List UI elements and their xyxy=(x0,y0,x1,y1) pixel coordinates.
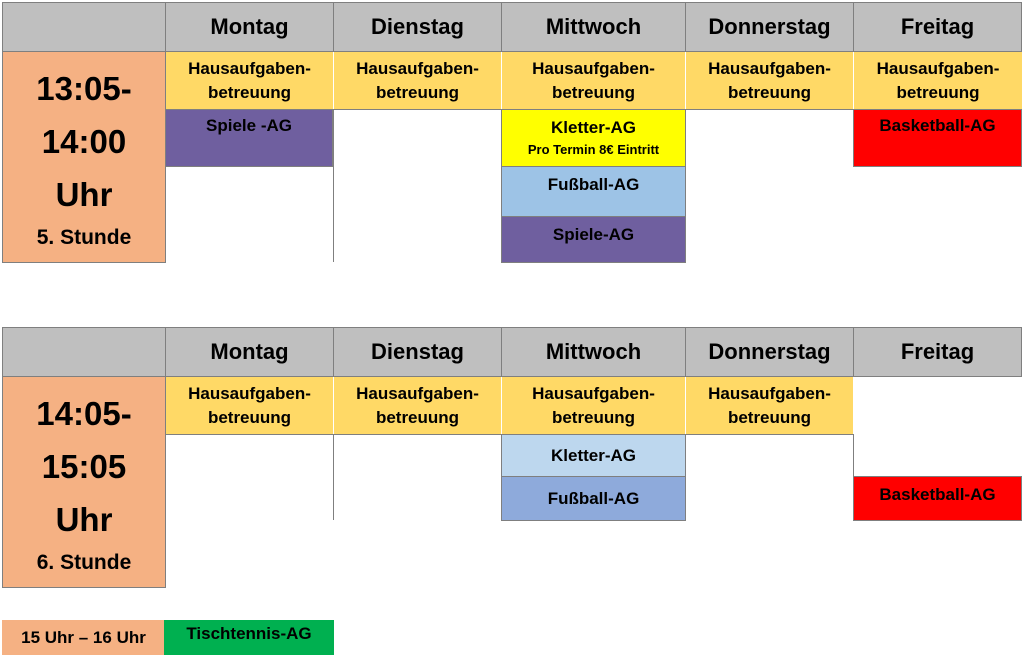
spiele-ag-mittwoch: Spiele-AG xyxy=(501,216,686,263)
fussball-ag-mittwoch-1: Fußball-AG xyxy=(501,166,686,217)
time-unit-2: Uhr xyxy=(55,501,113,538)
header-day-freitag-2: Freitag xyxy=(853,327,1022,377)
homework-donnerstag-2: Hausaufgaben- betreuung xyxy=(686,377,853,435)
header-day-montag-2: Montag xyxy=(165,327,334,377)
homework-mittwoch-1: Hausaufgaben- betreuung xyxy=(502,52,685,110)
time-slot-1: 13:05- 14:00 Uhr 5. Stunde xyxy=(2,51,166,263)
time-unit-1: Uhr xyxy=(55,176,113,213)
header-day-dienstag-2: Dienstag xyxy=(333,327,502,377)
header-day-mittwoch-2: Mittwoch xyxy=(501,327,686,377)
time-start-2: 14:05- xyxy=(36,395,132,432)
basketball-ag-freitag-1: Basketball-AG xyxy=(853,109,1022,167)
homework-montag-1: Hausaufgaben- betreuung xyxy=(166,52,333,110)
basketball-ag-freitag-2: Basketball-AG xyxy=(853,476,1022,521)
kletter-ag-mittwoch-2: Kletter-AG xyxy=(501,434,686,477)
homework-montag-2: Hausaufgaben- betreuung xyxy=(166,377,333,435)
grid-line-1a xyxy=(333,109,334,262)
header-day-mittwoch-1: Mittwoch xyxy=(501,2,686,52)
tischtennis-ag-cell: Tischtennis-AG xyxy=(164,620,334,655)
header-day-montag-1: Montag xyxy=(165,2,334,52)
grid-line-2a xyxy=(333,434,334,520)
grid-line-2b xyxy=(853,434,854,476)
time-end-2: 15:05 xyxy=(41,448,127,485)
homework-donnerstag-1: Hausaufgaben- betreuung xyxy=(686,52,853,110)
header-corner-2 xyxy=(2,327,166,377)
header-day-dienstag-1: Dienstag xyxy=(333,2,502,52)
time-slot-2: 14:05- 15:05 Uhr 6. Stunde xyxy=(2,376,166,588)
header-day-donnerstag-1: Donnerstag xyxy=(685,2,854,52)
kletter-ag-price-note: Pro Termin 8€ Eintritt xyxy=(527,142,660,157)
homework-dienstag-1: Hausaufgaben- betreuung xyxy=(334,52,501,110)
period-label-1: 5. Stunde xyxy=(36,226,132,249)
spiele-ag-montag: Spiele -AG xyxy=(165,109,333,167)
kletter-ag-label-1: Kletter-AG xyxy=(550,118,636,137)
homework-freitag-1: Hausaufgaben- betreuung xyxy=(854,52,1022,110)
header-day-freitag-1: Freitag xyxy=(853,2,1022,52)
time-end-1: 14:00 xyxy=(41,123,127,160)
homework-mittwoch-2: Hausaufgaben- betreuung xyxy=(502,377,685,435)
header-day-donnerstag-2: Donnerstag xyxy=(685,327,854,377)
period-label-2: 6. Stunde xyxy=(36,551,132,574)
footer-time-cell: 15 Uhr – 16 Uhr xyxy=(2,620,165,655)
kletter-ag-mittwoch-1: Kletter-AG Pro Termin 8€ Eintritt xyxy=(501,109,686,167)
fussball-ag-mittwoch-2: Fußball-AG xyxy=(501,476,686,521)
header-corner-1 xyxy=(2,2,166,52)
time-start-1: 13:05- xyxy=(36,70,132,107)
grid-line-1b xyxy=(165,166,166,262)
homework-dienstag-2: Hausaufgaben- betreuung xyxy=(334,377,501,435)
